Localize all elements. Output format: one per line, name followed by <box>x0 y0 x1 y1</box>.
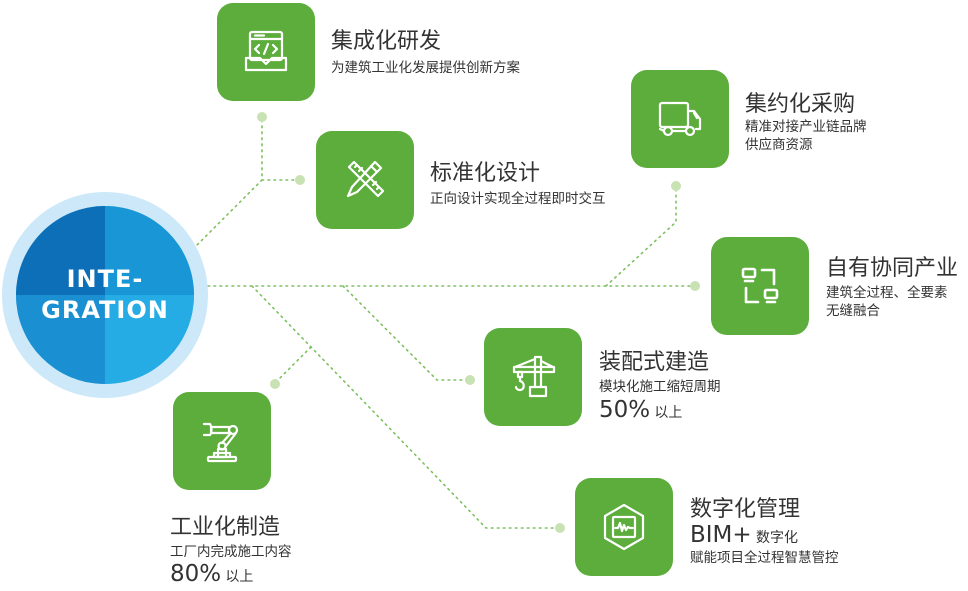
tile-digital <box>575 478 673 576</box>
stat-prefab: 50% 以上 <box>599 396 682 427</box>
stat-manufacture-value: 80% <box>170 561 222 587</box>
desc-prefab: 模块化施工缩短周期 <box>599 379 721 395</box>
connector-prefab <box>342 285 471 381</box>
desc-industry-1: 建筑全过程、全要素 <box>826 285 948 301</box>
bim-line: BIM+ 数字化 <box>690 521 798 552</box>
truck-icon <box>658 101 702 137</box>
connector-manufacture <box>274 346 312 384</box>
tile-prefab <box>484 328 582 426</box>
tile-design <box>316 131 414 229</box>
title-manufacture: 工业化制造 <box>170 515 281 540</box>
desc-manufacture: 工厂内完成施工内容 <box>170 544 292 560</box>
stat-prefab-suffix: 以上 <box>654 405 683 421</box>
dot-rd <box>257 112 267 122</box>
title-rd: 集成化研发 <box>331 29 442 54</box>
tile-industry <box>711 237 809 335</box>
dot-digital <box>555 523 565 533</box>
tile-procure <box>631 70 729 168</box>
hub-circle: INTE- GRATION <box>16 206 194 384</box>
connector-procure <box>605 185 677 287</box>
desc-industry-2: 无缝融合 <box>826 303 880 319</box>
desc-rd: 为建筑工业化发展提供创新方案 <box>331 60 520 76</box>
dot-industry <box>690 281 700 291</box>
robot-arm-icon <box>202 422 239 463</box>
hub-label-line2: GRATION <box>41 296 169 324</box>
title-digital: 数字化管理 <box>690 497 801 522</box>
stat-manufacture: 80% 以上 <box>170 560 253 591</box>
hexagon-monitor-icon <box>603 503 645 551</box>
bim-label: BIM+ <box>690 522 752 548</box>
title-design: 标准化设计 <box>430 161 541 186</box>
desc-procure-2: 供应商资源 <box>745 137 813 153</box>
connector-rd <box>192 116 263 250</box>
tile-rd <box>217 3 315 101</box>
connector-digital <box>251 285 561 529</box>
dot-design <box>295 175 305 185</box>
integration-hub: INTE- GRATION <box>2 192 208 398</box>
dot-prefab <box>465 375 475 385</box>
ruler-pencil-icon <box>346 160 385 198</box>
network-icon <box>741 267 779 304</box>
desc-procure-1: 精准对接产业链品牌 <box>745 119 867 135</box>
dot-procure <box>671 181 681 191</box>
desc-digital: 赋能项目全过程智慧管控 <box>690 550 839 566</box>
desc-design: 正向设计实现全过程即时交互 <box>430 191 606 207</box>
title-industry: 自有协同产业 <box>826 256 959 281</box>
dot-manufacture <box>270 379 280 389</box>
stat-prefab-value: 50% <box>599 397 651 423</box>
bim-suffix: 数字化 <box>755 530 798 546</box>
code-window-icon <box>244 30 288 72</box>
crane-icon <box>512 355 556 398</box>
stat-manufacture-suffix: 以上 <box>225 569 254 585</box>
title-prefab: 装配式建造 <box>599 350 710 375</box>
title-procure: 集约化采购 <box>745 92 856 117</box>
tile-manufacture <box>173 392 271 490</box>
hub-label-line1: INTE- <box>66 265 144 293</box>
